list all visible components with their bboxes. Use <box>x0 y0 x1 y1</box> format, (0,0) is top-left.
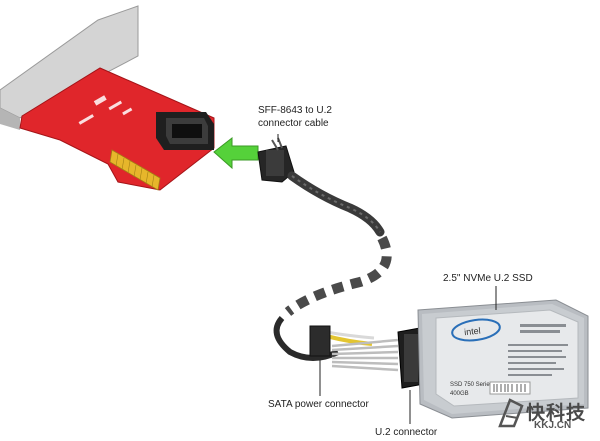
cable-label-line2: connector cable <box>258 118 329 129</box>
ssd-model: SSD 750 Series <box>450 382 493 388</box>
sata-power-label: SATA power connector <box>268 399 369 410</box>
insert-arrow <box>213 136 259 170</box>
card-pcb <box>19 67 215 191</box>
nvme-ssd: intel SSD 750 Series 400GB <box>417 299 589 419</box>
watermark-en: KKJ.CN <box>534 420 572 431</box>
u2-cable-harness <box>273 316 425 389</box>
sff8643-cable-connector <box>257 137 295 183</box>
cable-omitted-dashed <box>284 235 392 316</box>
pcie-adapter-card <box>0 5 215 191</box>
card-bracket <box>0 5 139 130</box>
u2-connector-label: U.2 connector <box>375 427 438 438</box>
ssd-capacity: 400GB <box>450 391 469 397</box>
ssd-brand: intel <box>464 326 481 338</box>
cable-segment-top <box>287 171 385 237</box>
ssd-brand-logo <box>451 318 501 342</box>
sff8643-port <box>156 112 214 150</box>
watermark-cn: 快科技 <box>526 402 587 424</box>
sata-power-connector <box>309 325 331 357</box>
watermark-logo-icon <box>498 398 524 428</box>
ssd-label <box>435 309 579 407</box>
cable-label-line1: SFF-8643 to U.2 <box>258 105 332 116</box>
cable-label: SFF-8643 to U.2 connector cable <box>258 104 332 130</box>
ssd-label-text: 2.5" NVMe U.2 SSD <box>443 273 533 284</box>
